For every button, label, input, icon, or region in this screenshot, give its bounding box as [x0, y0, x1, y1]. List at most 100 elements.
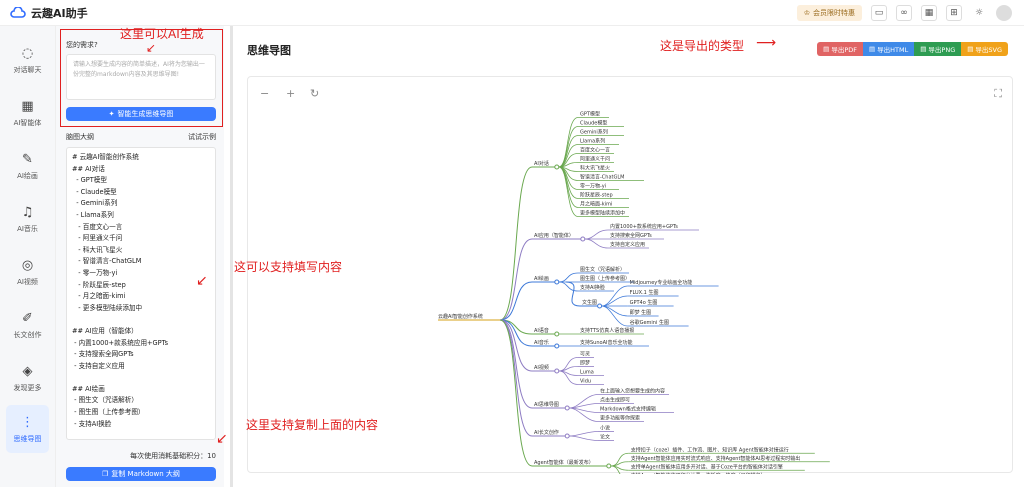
zoom-in-icon[interactable]: + [286, 87, 296, 100]
sidebar-item-video[interactable]: ◎AI视频 [0, 246, 55, 299]
sidebar-item-longtext[interactable]: ✐长文创作 [0, 299, 55, 352]
mindmap-leaf-label: 图生图（上传参考图） [580, 275, 630, 282]
copy-icon: ❐ [102, 470, 109, 478]
sidebar-item-label: 发现更多 [13, 384, 42, 392]
markdown-editor[interactable]: # 云趣AI智能创作系统 ## AI对话 - GPT模型 - Claude模型 … [66, 147, 216, 440]
annotation-copy: 这里支持复制上面的内容 [246, 418, 379, 432]
mindmap-leaf-label: Midjourney专业绘画全功能 [630, 279, 693, 286]
export-html-button[interactable]: ▤导出HTML [863, 42, 915, 56]
app-name: 云趣AI助手 [31, 6, 88, 20]
pen-icon: ✎ [22, 152, 33, 167]
score-label: 每次使用消耗基础积分： [130, 452, 208, 460]
mindmap-node-dot [580, 236, 586, 242]
cloud-logo-icon [10, 7, 26, 18]
mindmap-leaf-label: 更多模型陆续添加中 [580, 210, 625, 217]
mindmap-leaf-label: 月之暗面-kimi [580, 201, 612, 208]
reset-icon[interactable]: ↻ [310, 87, 320, 100]
annotation-ai-gen: 这里可以AI生成 [120, 27, 204, 41]
mindmap-node-dot [606, 463, 612, 469]
annotation-fill: 这可以支持填写内容 [234, 260, 343, 274]
fullscreen-icon[interactable]: ⛶ [994, 87, 1002, 100]
mindmap-node-dot [554, 164, 560, 170]
zoom-out-icon[interactable]: − [260, 87, 270, 100]
mindmap-node-dot [554, 279, 560, 285]
mindmap-branch-link [499, 319, 533, 437]
mindmap-node-dot [564, 433, 570, 439]
mindmap-leaf-label: GPT模型 [580, 111, 600, 118]
mindmap-leaf-link [601, 305, 628, 327]
mindmap-leaf-label: 智谱清言-ChatGLM [580, 174, 624, 181]
theme-sun-icon[interactable]: ☼ [974, 8, 984, 18]
sidebar-item-mindmap[interactable]: ⋮思维导图 [6, 405, 49, 453]
message-icon[interactable]: ▭ [871, 5, 887, 21]
mindmap-leaf-link [584, 238, 609, 249]
mindmap-leaf-label: 阿里通义千问 [580, 156, 610, 163]
file-icon: ▤ [869, 45, 876, 53]
mindmap-leaf-link [558, 126, 579, 168]
mindmap-leaf-label: 支持自定义应用 [610, 241, 645, 248]
page-title: 思维导图 [247, 44, 291, 57]
vip-promo-button[interactable]: ♔会员限时特惠 [796, 5, 862, 21]
mindmap-leaf-label: 更多功能等你探索 [600, 415, 640, 422]
mindmap-root: 云趣AI智能创作系统 [438, 313, 483, 320]
mindmap-branch-link [499, 166, 533, 321]
calendar-icon[interactable]: ▦ [921, 5, 937, 21]
mindmap-branch-label: 文生图 [582, 299, 597, 306]
sparkle-icon: ✦ [108, 110, 115, 118]
sidebar-item-music[interactable]: ♫AI音乐 [0, 193, 55, 246]
mindmap-node-dot [554, 331, 560, 337]
export-png-button[interactable]: ▤导出PNG [914, 42, 962, 56]
top-bar: 云趣AI助手 ♔会员限时特惠 ▭ ∞ ▦ ⊞ ☼ [0, 0, 1024, 26]
mindmap-leaf-label: Luma [580, 370, 594, 376]
export-label: 导出HTML [877, 46, 909, 54]
mindmap-leaf-link [569, 431, 599, 437]
mindmap-leaf-label: 即梦 [580, 361, 590, 367]
gift-icon[interactable]: ⊞ [946, 5, 962, 21]
mindmap-branch-label: AI绘画 [534, 275, 549, 282]
mindmap-node-dot [564, 405, 570, 411]
app-logo[interactable]: 云趣AI助手 [10, 5, 88, 21]
mindmap-branch-link [499, 319, 533, 467]
mindmap-leaf-link [569, 403, 599, 409]
mindmap-leaf-label: 百度文心一言 [580, 147, 610, 154]
example-link[interactable]: 试试示例 [188, 133, 216, 141]
mindmap-leaf-link [601, 285, 628, 307]
layers-icon: ◈ [22, 364, 33, 379]
mindmap-leaf-link [558, 272, 579, 283]
mindmap-leaf-label: GPT4o 生图 [630, 299, 658, 306]
arrow-left-icon: ↙ [196, 273, 208, 289]
mindmap-leaf-label: 谷歌Gemini 生图 [630, 319, 669, 326]
copy-markdown-button[interactable]: ❐复制 Markdown 大纲 [66, 467, 216, 481]
sidebar-item-label: AI视频 [17, 278, 38, 286]
mindmap-leaf-label: 支持AI换脸 [580, 284, 605, 291]
vip-label: 会员限时特惠 [813, 9, 855, 17]
export-pdf-button[interactable]: ▤导出PDF [817, 42, 863, 56]
sidebar-item-chat[interactable]: ◌对话聊天 [0, 34, 55, 87]
mindmap-node-dot [597, 303, 603, 309]
generate-mindmap-button[interactable]: ✦智能生成思维导图 [66, 107, 216, 121]
mindmap-leaf-link [558, 166, 579, 208]
mindmap-leaf-label: 支持Agent智能体应用实时流式响应、支持Agent智能体AI思考过程实时输出 [631, 455, 801, 462]
file-icon: ▤ [967, 45, 974, 53]
mindmap-leaf-link [610, 465, 621, 474]
mindmap-leaf-label: 支持Agent智能体使用积分计费、洗耗度、热度（日积排名） [631, 472, 766, 474]
request-placeholder: 请输入想要生成内容的简单描述，AI将为您输出一份完整的markdown内容及其思… [73, 61, 205, 78]
mindmap-leaf-label: 支持扣子（coze）插件、工作流、图片、知识库 Agent智能体对接运行 [631, 446, 789, 453]
file-icon: ▤ [920, 45, 927, 53]
mindmap-leaf-label: Vidu [580, 379, 591, 385]
avatar[interactable] [996, 5, 1012, 21]
mindmap-leaf-label: FLUX.1 生图 [630, 289, 659, 296]
mindmap-node-dot [554, 368, 560, 374]
sidebar-item-discover[interactable]: ◈ 发现更多 [0, 352, 55, 405]
sidebar-item-painting[interactable]: ✎AI绘画 [0, 140, 55, 193]
sidebar-item-agent[interactable]: ▦AI智能体 [0, 87, 55, 140]
mindmap-branch-label: AI对话 [534, 160, 549, 167]
mindmap-leaf-label: 科大讯飞星火 [580, 165, 610, 172]
export-svg-button[interactable]: ▤导出SVG [961, 42, 1008, 56]
request-input[interactable]: 请输入想要生成内容的简单描述，AI将为您输出一份完整的markdown内容及其思… [66, 54, 216, 100]
mindmap-svg: 云趣AI智能创作系统AI对话GPT模型Claude模型Gemini系列Llama… [438, 111, 830, 474]
link-icon[interactable]: ∞ [896, 5, 912, 21]
mindmap-branch-link [499, 319, 533, 372]
mindmap-leaf-label: 图生文（咒语解析） [580, 266, 625, 273]
